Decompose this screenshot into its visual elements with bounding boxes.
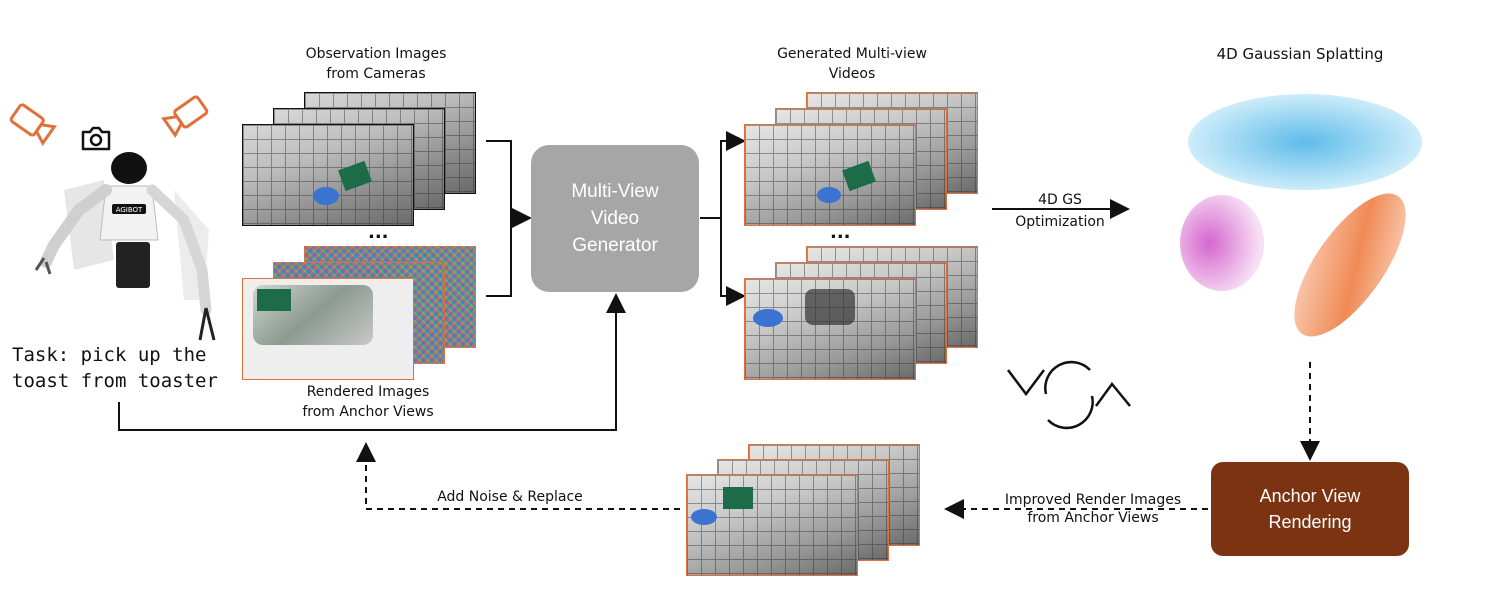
improved-label-line2: from Anchor Views [1027, 510, 1159, 526]
rendered-toaster [257, 289, 291, 311]
robot-logo: AGIBOT [116, 206, 143, 214]
optimization-label-bottom: Optimization [1015, 214, 1105, 230]
blue-gaussian [1188, 94, 1422, 190]
rendered-to-generator-line [486, 218, 512, 297]
task-line-2: toast from toaster [12, 370, 218, 392]
rendered-image-front [242, 278, 414, 380]
add-noise-arrow [356, 442, 680, 510]
generated-ellipsis: ... [830, 222, 851, 243]
cycle-arrows-icon [1007, 360, 1131, 430]
generated-gripper-bottom [805, 289, 855, 325]
humanoid-robot-illustration: AGIBOT [34, 152, 216, 341]
generator-to-video-bottom [720, 218, 746, 306]
rendered-label-line1: Rendered Images [306, 384, 430, 400]
orange-gaussian [1294, 193, 1406, 337]
photo-camera-icon [81, 126, 111, 151]
pink-gaussian [1180, 195, 1264, 291]
generated-video-bottom-front [744, 278, 916, 380]
observation-images-label: Observation Images from Cameras [276, 44, 476, 84]
generated-video-top-front [744, 124, 916, 226]
improved-images-label: Improved Render Images from Anchor Views [978, 491, 1208, 527]
improved-image-front [686, 474, 858, 576]
task-description: Task: pick up the toast from toaster [12, 342, 218, 394]
observation-label-line1: Observation Images [305, 46, 447, 62]
plate-shape [313, 187, 339, 205]
generator-to-video-top [700, 131, 746, 219]
optimization-label-top: 4D GS [1038, 192, 1082, 208]
obs-to-generator-line [486, 140, 532, 228]
anchor-view-rendering-box: Anchor View Rendering [1211, 462, 1409, 556]
improved-plate [691, 509, 717, 525]
generated-label-line1: Generated Multi-view [777, 46, 927, 62]
observation-ellipsis: ... [368, 222, 389, 243]
task-line-1: Task: pick up the [12, 344, 207, 366]
add-noise-label: Add Noise & Replace [437, 489, 583, 505]
improved-toaster [723, 487, 753, 509]
video-camera-icon-right [161, 95, 209, 138]
gaussian-splats-illustration [1180, 94, 1422, 337]
observation-image-front [242, 124, 414, 226]
multi-view-video-generator-box: Multi-View Video Generator [531, 145, 699, 292]
improved-label-line1: Improved Render Images [1004, 492, 1182, 508]
generated-plate [817, 187, 841, 203]
video-camera-icon-left [9, 103, 57, 146]
generated-plate-bottom [753, 309, 783, 327]
rendered-label-line2: from Anchor Views [302, 404, 434, 420]
rendered-images-label: Rendered Images from Anchor Views [268, 382, 468, 422]
task-to-generator-line [118, 293, 626, 431]
generated-videos-label: Generated Multi-view Videos [752, 44, 952, 84]
observation-label-line2: from Cameras [326, 66, 426, 82]
generated-label-line2: Videos [828, 66, 876, 82]
gaussian-splatting-title: 4D Gaussian Splatting [1216, 45, 1384, 63]
